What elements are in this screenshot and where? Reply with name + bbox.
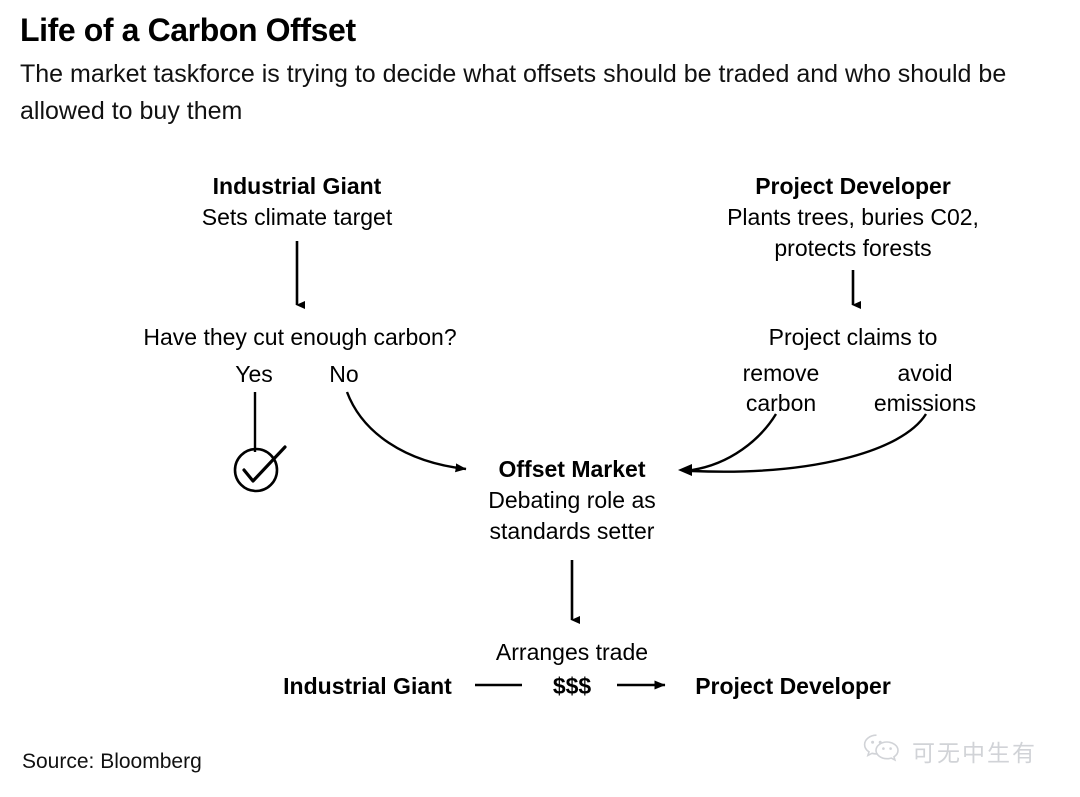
edge-avoid-emissions-to-offset-market xyxy=(691,413,928,473)
node-industrial-giant-title: Industrial Giant xyxy=(212,173,382,199)
claim-option-remove-carbon: remove carbon xyxy=(711,358,851,418)
node-offset-market-subtitle-line2: standards setter xyxy=(489,518,655,544)
claim-option-avoid-emissions: avoid emissions xyxy=(855,358,995,418)
decision-branch-no: No xyxy=(329,361,359,387)
source-note: Source: Bloomberg xyxy=(22,750,202,773)
watermark-text: 可无中生有 xyxy=(912,740,1037,767)
header: Life of a Carbon Offset The market taskf… xyxy=(20,10,1070,130)
node-project-developer: Project Developer Plants trees, buries C… xyxy=(688,171,1018,264)
trade-caption: Arranges trade xyxy=(495,639,649,665)
node-offset-market-subtitle-line1: Debating role as xyxy=(488,487,656,513)
claim-option-remove-carbon-line2: carbon xyxy=(745,390,817,416)
claim-option-avoid-emissions-line1: avoid xyxy=(897,360,953,386)
node-offset-market-title: Offset Market xyxy=(498,456,646,482)
node-project-claims: Project claims to xyxy=(703,322,1003,353)
trade-right-party: Project Developer xyxy=(695,673,891,699)
watermark: 可无中生有 xyxy=(862,732,1037,769)
decision-branch-yes: Yes xyxy=(235,361,273,387)
node-industrial-giant: Industrial Giant Sets climate target xyxy=(147,171,447,233)
node-offset-market: Offset Market Debating role as standards… xyxy=(422,454,722,547)
node-project-developer-subtitle-line1: Plants trees, buries C02, xyxy=(727,204,979,230)
wechat-icon xyxy=(862,732,902,769)
trade-money-amount: $$$ xyxy=(552,673,592,699)
claim-option-remove-carbon-line1: remove xyxy=(742,360,820,386)
node-project-developer-title: Project Developer xyxy=(755,173,951,199)
claim-option-avoid-emissions-line2: emissions xyxy=(873,390,977,416)
node-project-developer-subtitle-line2: protects forests xyxy=(774,235,932,261)
node-decision-question: Have they cut enough carbon? xyxy=(110,322,490,353)
decision-question-text: Have they cut enough carbon? xyxy=(143,324,457,350)
page-title: Life of a Carbon Offset xyxy=(20,12,356,48)
check-circle-icon xyxy=(233,445,287,493)
trade-left-party: Industrial Giant xyxy=(283,673,452,699)
page-subtitle: The market taskforce is trying to decide… xyxy=(20,60,1007,125)
node-project-claims-title: Project claims to xyxy=(768,324,938,350)
node-industrial-giant-subtitle: Sets climate target xyxy=(201,204,393,230)
